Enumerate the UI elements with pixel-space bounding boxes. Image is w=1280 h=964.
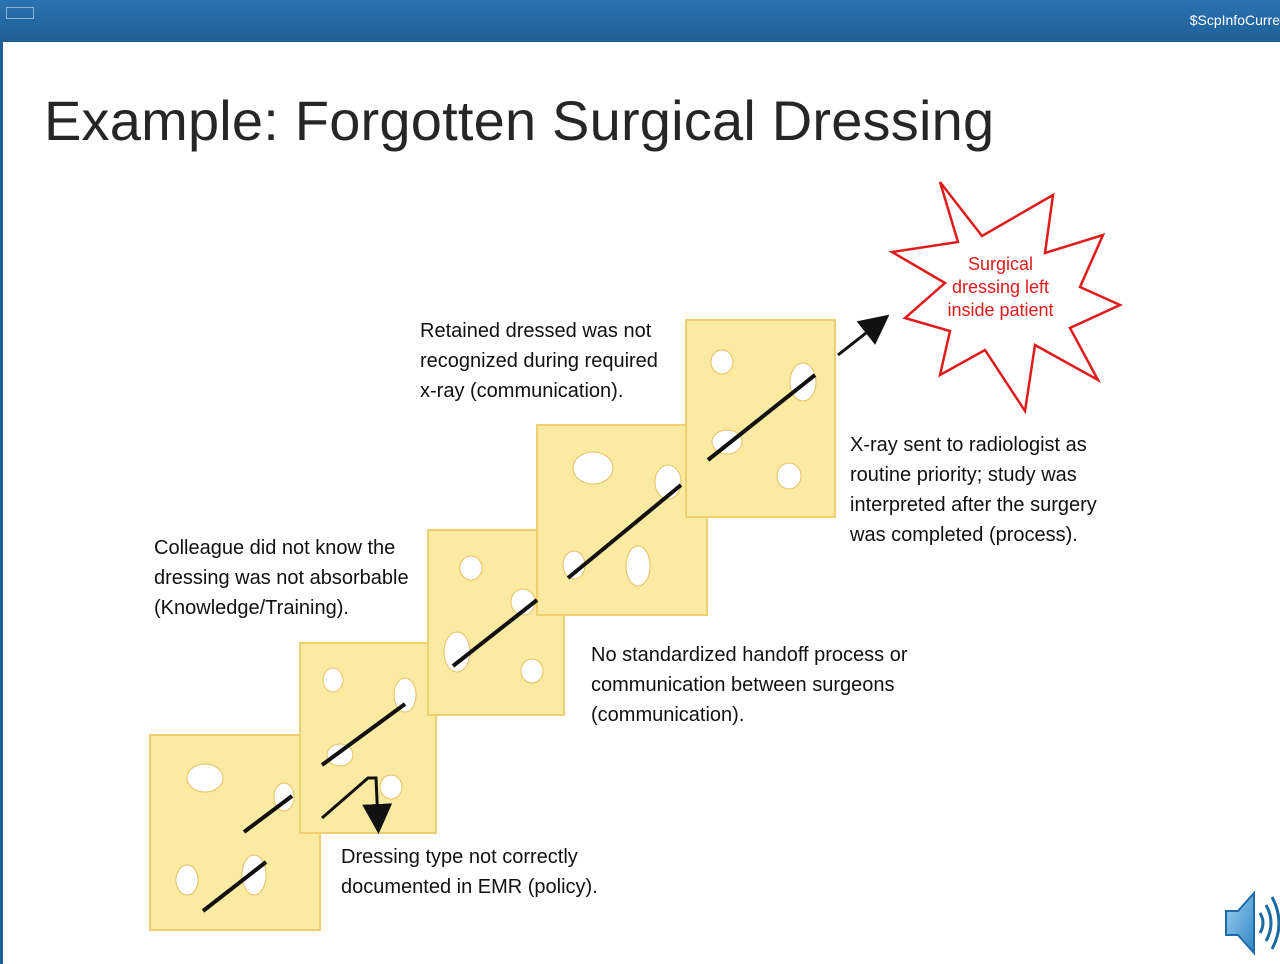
cheese-slice-2 <box>300 643 436 833</box>
note-colleague: Colleague did not know the dressing was … <box>154 533 409 623</box>
outcome-arrow <box>838 322 880 355</box>
note-retained: Retained dressed was not recognized duri… <box>420 316 658 406</box>
note-handoff: No standardized handoff process or commu… <box>591 640 908 730</box>
outcome-label: Surgical dressing left inside patient <box>928 253 1073 322</box>
cheese-slice-4 <box>537 425 707 615</box>
note-dressing: Dressing type not correctly documented i… <box>341 842 598 902</box>
note-xray: X-ray sent to radiologist as routine pri… <box>850 430 1097 550</box>
speaker-icon[interactable] <box>1222 885 1280 961</box>
cheese-slice-1 <box>150 735 320 930</box>
